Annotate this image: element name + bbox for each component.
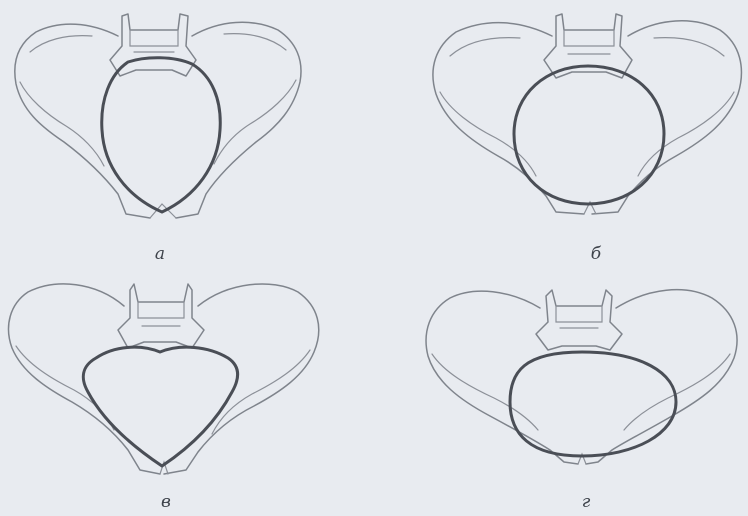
- pelvis-drawing-d: [420, 268, 748, 490]
- figure-label-c: в: [146, 492, 186, 512]
- figure-label-d: г: [566, 492, 606, 512]
- pelvis-figure-a: [0, 0, 330, 240]
- pelvis-figure-b: [416, 0, 748, 240]
- pelvis-drawing-c: [0, 268, 330, 490]
- pelvis-figure-c: [0, 268, 330, 490]
- figure-label-a: а: [140, 244, 180, 264]
- pelvis-drawing-a: [0, 0, 330, 240]
- pelvis-drawing-b: [416, 0, 748, 240]
- figure-label-b: б: [576, 244, 616, 264]
- pelvis-figure-d: [420, 268, 748, 490]
